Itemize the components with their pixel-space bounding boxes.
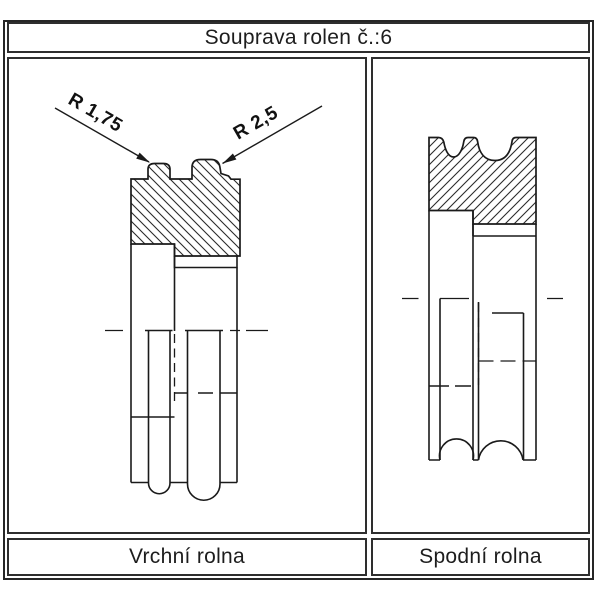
caption-bottom-roller: Spodní rolna: [419, 545, 542, 568]
caption-box-top-roller: Vrchní rolna: [7, 538, 367, 576]
sheet-title: Souprava rolen č.:6: [204, 25, 393, 49]
caption-box-bottom-roller: Spodní rolna: [371, 538, 590, 576]
caption-top-roller: Vrchní rolna: [128, 545, 246, 568]
panel-bottom-roller: [371, 57, 590, 534]
title-bar: Souprava rolen č.:6: [7, 22, 590, 53]
panel-top-roller: [7, 57, 367, 534]
